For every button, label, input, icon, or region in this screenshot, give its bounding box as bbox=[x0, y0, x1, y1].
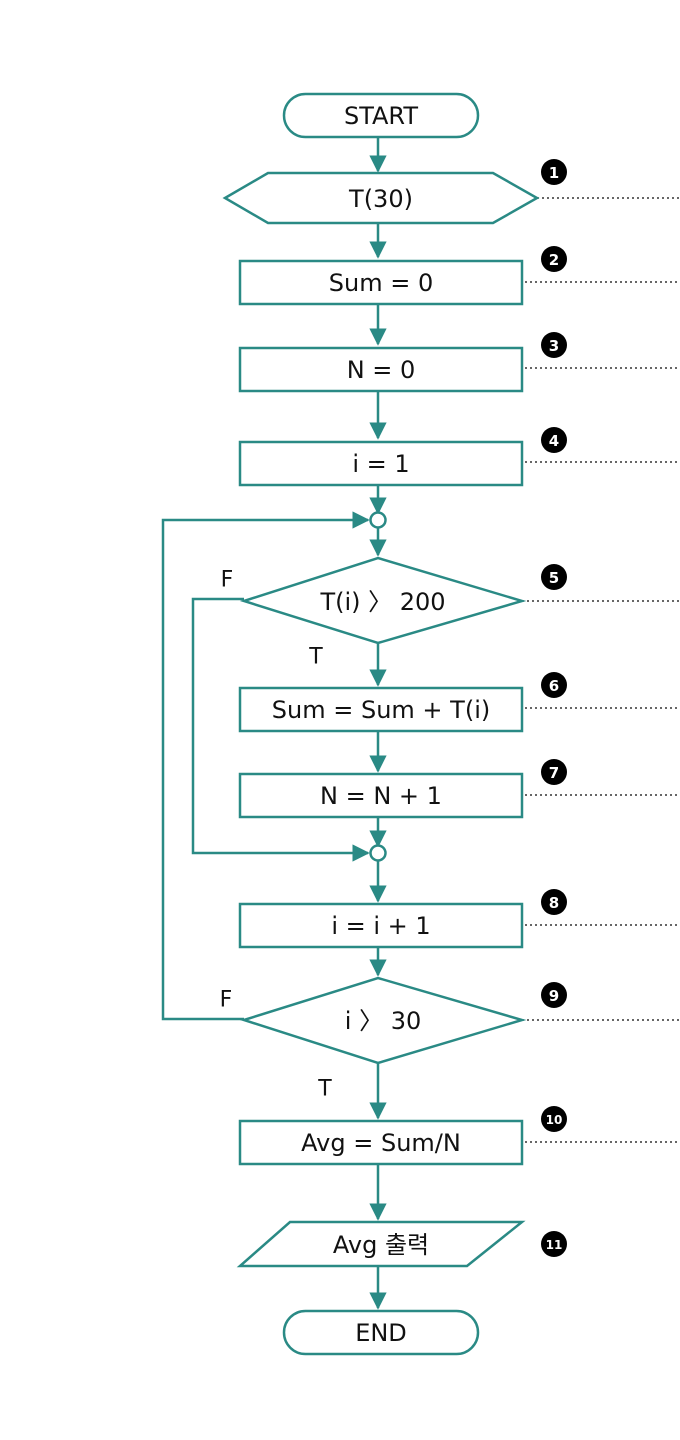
cond-i-false-label: F bbox=[220, 988, 233, 1013]
sum-add-label: Sum = Sum + T(i) bbox=[272, 696, 490, 724]
step-number: 1 bbox=[549, 164, 559, 182]
n-init-box bbox=[238, 346, 524, 393]
cond-t-label: T(i) 〉 200 bbox=[319, 588, 445, 616]
step-badge-5: 5 bbox=[541, 564, 567, 590]
n-inc-box bbox=[238, 772, 524, 819]
edge-cond-i-false bbox=[161, 511, 370, 1021]
step-badge-9: 9 bbox=[541, 982, 567, 1008]
step-badge-3: 3 bbox=[541, 332, 567, 358]
start-terminal bbox=[282, 92, 480, 139]
step-badge-8: 8 bbox=[541, 889, 567, 915]
cond-i-diamond bbox=[239, 976, 527, 1065]
n-inc-label: N = N + 1 bbox=[320, 782, 442, 810]
avg-calc-label: Avg = Sum/N bbox=[301, 1129, 461, 1157]
sum-init-label: Sum = 0 bbox=[329, 269, 433, 297]
i-inc-box bbox=[238, 902, 524, 949]
sum-init-box bbox=[238, 259, 524, 306]
step-badge-6: 6 bbox=[541, 672, 567, 698]
sum-add-box bbox=[238, 686, 524, 733]
step-number: 7 bbox=[549, 764, 559, 782]
step-number: 8 bbox=[549, 894, 559, 912]
cond-t-true-label: T bbox=[308, 645, 323, 670]
output-label: Avg 출력 bbox=[333, 1231, 429, 1259]
end-terminal bbox=[282, 1309, 480, 1356]
step-number: 2 bbox=[549, 251, 559, 269]
step-badge-4: 4 bbox=[541, 427, 567, 453]
step-badge-7: 7 bbox=[541, 759, 567, 785]
output-parallelogram bbox=[236, 1220, 526, 1268]
i-init-box bbox=[238, 440, 524, 487]
i-inc-label: i = i + 1 bbox=[331, 912, 430, 940]
step-number: 5 bbox=[549, 569, 559, 587]
step-number: 4 bbox=[549, 432, 559, 450]
step-number: 6 bbox=[549, 677, 559, 695]
edge-cond-t-false bbox=[191, 597, 370, 862]
n-init-label: N = 0 bbox=[347, 356, 416, 384]
step-badge-11: 11 bbox=[541, 1231, 567, 1257]
step-number: 3 bbox=[549, 337, 559, 355]
end-label: END bbox=[355, 1319, 407, 1347]
cond-i-true-label: T bbox=[317, 1077, 332, 1102]
i-init-label: i = 1 bbox=[352, 450, 409, 478]
junction-merge bbox=[369, 844, 387, 862]
step-number: 9 bbox=[549, 987, 559, 1005]
step-badge-2: 2 bbox=[541, 246, 567, 272]
cond-t-false-label: F bbox=[221, 568, 234, 593]
step-badge-10: 10 bbox=[541, 1106, 567, 1132]
junction-loop-top bbox=[369, 511, 387, 529]
start-label: START bbox=[344, 102, 418, 130]
avg-calc-box bbox=[238, 1119, 524, 1166]
step-number: 11 bbox=[546, 1238, 563, 1252]
step-badge-1: 1 bbox=[541, 159, 567, 185]
step-number: 10 bbox=[546, 1113, 563, 1127]
input-label: T(30) bbox=[348, 185, 413, 213]
cond-i-label: i 〉 30 bbox=[345, 1007, 421, 1035]
input-hexagon bbox=[222, 171, 540, 225]
cond-t-diamond bbox=[239, 556, 527, 645]
